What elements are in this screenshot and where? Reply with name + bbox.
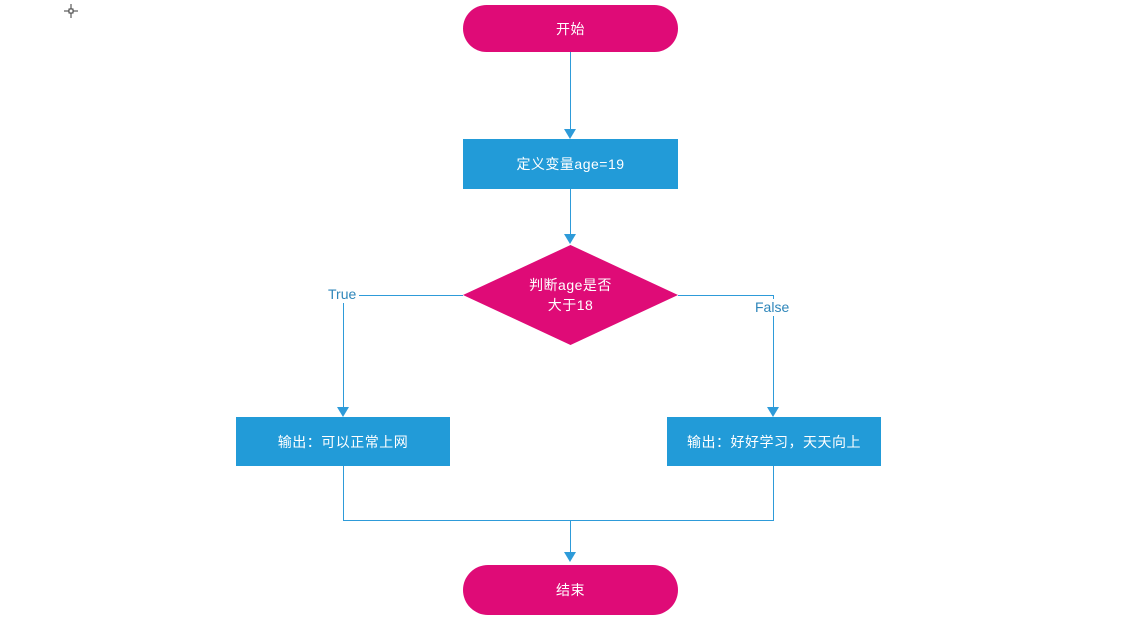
connector-outputtrue-down[interactable] — [343, 466, 344, 520]
output-true-node-label: 输出：可以正常上网 — [277, 433, 409, 450]
flowchart-node-end[interactable]: 结束 — [463, 565, 678, 615]
output-false-node-label: 输出：好好学习，天天向上 — [687, 433, 861, 450]
arrowhead-start-to-define — [564, 129, 576, 139]
connector-false-horizontal[interactable] — [678, 295, 774, 296]
connector-true-vertical[interactable] — [343, 295, 344, 407]
start-node-label: 开始 — [556, 20, 585, 37]
connector-define-to-decision[interactable] — [570, 189, 571, 234]
define-node-label: 定义变量age=19 — [516, 156, 625, 172]
flowchart-node-start[interactable]: 开始 — [463, 5, 678, 52]
connector-true-horizontal[interactable] — [343, 295, 463, 296]
crosshair-cursor-icon — [64, 4, 78, 18]
arrowhead-merge-to-end — [564, 552, 576, 562]
flowchart-node-define-variable[interactable]: 定义变量age=19 — [463, 139, 678, 189]
edge-label-true[interactable]: True — [325, 286, 360, 303]
decision-node-label-line1: 判断age是否 — [529, 277, 612, 293]
decision-node-label-line2: 大于18 — [547, 297, 594, 313]
end-node-label: 结束 — [556, 582, 585, 598]
connector-start-to-define[interactable] — [570, 52, 571, 130]
connector-outputfalse-down[interactable] — [773, 466, 774, 520]
edge-label-false[interactable]: False — [752, 299, 793, 316]
arrowhead-false-branch — [767, 407, 779, 417]
flowchart-node-output-false[interactable]: 输出：好好学习，天天向上 — [667, 417, 881, 466]
flowchart-node-output-true[interactable]: 输出：可以正常上网 — [236, 417, 450, 466]
connector-false-vertical[interactable] — [773, 295, 774, 407]
flowchart-node-decision[interactable]: 判断age是否 大于18 — [463, 245, 678, 345]
connector-merge-horizontal[interactable] — [343, 520, 774, 521]
arrowhead-define-to-decision — [564, 234, 576, 244]
arrowhead-true-branch — [337, 407, 349, 417]
connector-merge-to-end[interactable] — [570, 520, 571, 553]
